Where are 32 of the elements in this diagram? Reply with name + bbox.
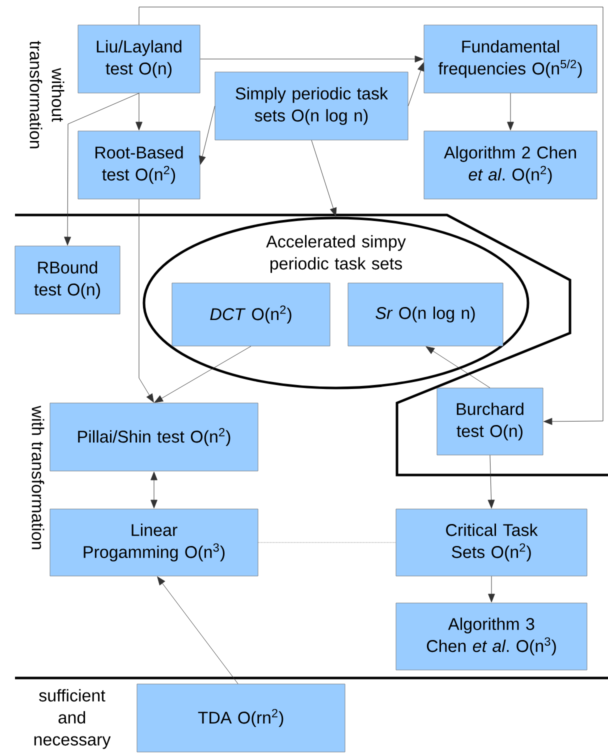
arrow — [154, 346, 252, 403]
region-label: with transformation — [32, 406, 44, 550]
process-box: Root-Based test O(n$^{2}$) — [78, 130, 200, 200]
process-box: RBound test O(n) — [14, 246, 120, 314]
process-box: Pillai/Shin test O(n$^{2}$) — [50, 402, 258, 472]
arrow — [157, 576, 238, 684]
process-box: Liu/Layland test O(n) — [78, 24, 200, 94]
process-box: TDA O(rn$^{2}$) — [136, 684, 346, 752]
process-box: Critical Task Sets O(n$^{2}$) — [396, 508, 588, 576]
process-box: Sr O(n log n) — [348, 282, 504, 346]
process-box: Algorithm 3 Chen et al. O(n$^{3}$) — [396, 602, 588, 670]
arrow — [426, 346, 490, 388]
arrow — [200, 56, 424, 62]
arrow — [150, 472, 158, 508]
arrow — [198, 106, 216, 165]
arrow — [488, 576, 495, 602]
process-box: Fundamental frequencies O(n$^{5/2}$) — [424, 24, 598, 94]
process-box: DCT O(n$^{2}$) — [172, 282, 330, 346]
arrow — [488, 454, 495, 508]
arrow — [64, 92, 140, 246]
process-box: Linear Progamming O(n$^{3}$) — [50, 508, 258, 576]
arrow — [507, 92, 514, 130]
region-label: without transformation — [30, 40, 64, 148]
process-box: Algorithm 2 Chen et al. O(n$^{2}$) — [424, 130, 598, 200]
arrow — [408, 62, 424, 106]
arrow — [311, 140, 337, 216]
arrow — [138, 198, 154, 402]
process-box: Burchard test O(n) — [436, 388, 544, 456]
arrow — [136, 92, 142, 130]
arrow — [138, 6, 604, 425]
region-label: sufficient and necessary — [34, 689, 111, 749]
process-box: Simply periodic task sets O(n log n) — [214, 72, 408, 140]
